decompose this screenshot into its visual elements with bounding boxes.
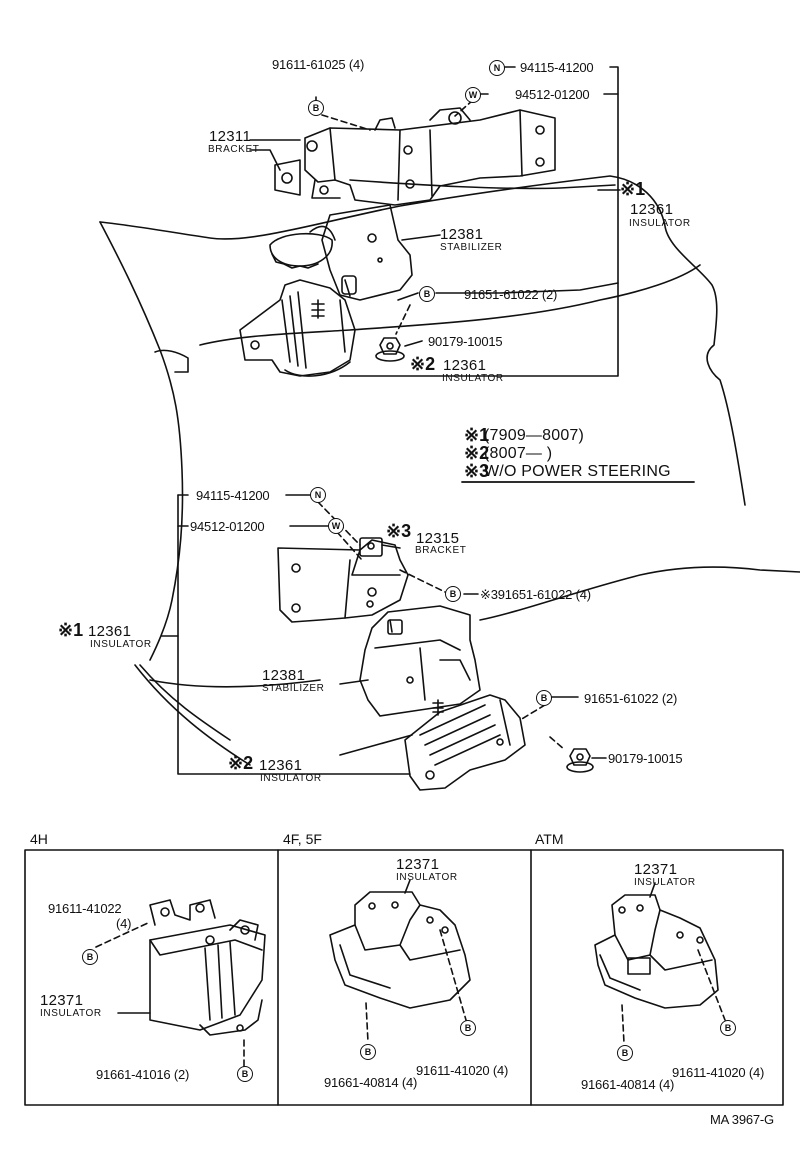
bolt-badge: B (419, 286, 435, 302)
panel-4f-insulator-number: 12371 (396, 856, 440, 873)
panel-4f-bolt-a-label: 91661-40814 (4) (324, 1075, 418, 1090)
nut-badge: N (489, 60, 505, 76)
upper-ins1-number: 12361 (630, 201, 674, 218)
upper-leader-lines (249, 66, 621, 377)
panel-atm-title: ATM (535, 831, 564, 847)
legend-row1-mark: ※1 (464, 425, 490, 445)
upper-ins1-mark: ※1 (620, 179, 646, 199)
bolt-badge: B (445, 586, 461, 602)
lower-stabilizer-number: 12381 (262, 667, 306, 684)
upper-ins1-name: INSULATOR (629, 218, 691, 229)
panel-4h-drawing (95, 899, 266, 1067)
upper-ins2-mark: ※2 (410, 354, 436, 374)
panel-4f-bolt-b-label: 91611-41020 (4) (416, 1063, 509, 1078)
bolt-badge: B (82, 949, 98, 965)
upper-washer-label: 94512-01200 (515, 87, 590, 102)
panel-atm-bolt-a-label: 91661-40814 (4) (581, 1077, 675, 1092)
legend-row1-text: (7909—8007) (484, 427, 585, 444)
bolt-badge: B (617, 1045, 633, 1061)
lower-ins1-name: INSULATOR (90, 639, 152, 650)
lower-bracket-name: BRACKET (415, 545, 467, 556)
lower-ins1-mark: ※1 (58, 620, 84, 640)
panel-atm-bolt-b-label: 91611-41020 (4) (672, 1065, 765, 1080)
upper-nut-label: 94115-41200 (520, 60, 594, 75)
legend-row3-mark: ※3 (464, 461, 490, 481)
lower-bolt-mid-label: 91651-61022 (2) (584, 691, 678, 706)
lower-stabilizer-drawing (359, 605, 481, 717)
legend-row2-text: (8007— ) (484, 445, 553, 462)
upper-insulator-drawing (239, 279, 356, 377)
panel-atm-insulator-number: 12371 (634, 861, 678, 878)
lower-bracket-number: 12315 (416, 530, 460, 547)
upper-stabilizer-drawing (269, 204, 413, 301)
upper-nut-bottom-label: 90179-10015 (428, 334, 503, 349)
panel-4h-bolt-number: 91611-41022 (48, 901, 122, 916)
panel-atm-drawing (594, 882, 726, 1044)
lower-ins1-number: 12361 (88, 623, 132, 640)
bottom-panels-frame (24, 849, 784, 1106)
bolt-badge: B (360, 1044, 376, 1060)
nut-badge: N (310, 487, 326, 503)
upper-stabilizer-number: 12381 (440, 226, 484, 243)
bolt-badge: B (460, 1020, 476, 1036)
panel-4h-bolt2-label: 91661-41016 (2) (96, 1067, 190, 1082)
washer-badge: W (465, 87, 481, 103)
upper-bracket-name: BRACKET (208, 144, 260, 155)
upper-stabilizer-name: STABILIZER (440, 242, 503, 253)
legend-row2-mark: ※2 (464, 443, 490, 463)
lower-bracket-drawing (277, 537, 409, 623)
upper-bolt-mid-label: 91651-61022 (2) (464, 287, 558, 302)
washer-badge: W (328, 518, 344, 534)
upper-bracket-drawing (274, 107, 556, 206)
lower-bolt-bracket-label: ※391651-61022 (4) (480, 587, 591, 602)
upper-bolt-top-label: 91611-61025 (4) (272, 57, 365, 72)
upper-bracket-number: 12311 (209, 128, 252, 145)
bolt-badge: B (720, 1020, 736, 1036)
panel-4h-insulator-number: 12371 (40, 992, 84, 1009)
panel-atm-insulator-name: INSULATOR (634, 877, 696, 888)
lower-ins2-mark: ※2 (228, 753, 254, 773)
lower-washer-label: 94512-01200 (190, 519, 265, 534)
lower-nut-bottom-label: 90179-10015 (608, 751, 683, 766)
panel-4h-title: 4H (30, 831, 48, 847)
lower-stabilizer-name: STABILIZER (262, 683, 325, 694)
bolt-badge: B (536, 690, 552, 706)
lower-ins2-name: INSULATOR (260, 773, 322, 784)
panel-4f-title: 4F, 5F (283, 831, 322, 847)
lower-flange-nut-drawing (566, 748, 594, 773)
panel-4f-insulator-name: INSULATOR (396, 872, 458, 883)
panel-4f-drawing (329, 879, 471, 1043)
panel-4h-insulator-name: INSULATOR (40, 1008, 102, 1019)
engine-outline (99, 175, 800, 741)
reference-code: MA 3967-G (710, 1112, 774, 1127)
lower-ins2-number: 12361 (259, 757, 303, 774)
upper-ins2-number: 12361 (443, 357, 487, 374)
lower-bracket-mark: ※3 (386, 521, 412, 541)
bolt-badge: B (237, 1066, 253, 1082)
panel-4h-bolt-qty: (4) (116, 916, 132, 931)
bolt-badge: B (308, 100, 324, 116)
lower-insulator-drawing (404, 694, 526, 791)
legend-row3-text: W/O POWER STEERING (484, 463, 671, 480)
upper-flange-nut-drawing (375, 337, 405, 362)
lower-nut-label: 94115-41200 (196, 488, 270, 503)
upper-ins2-name: INSULATOR (442, 373, 504, 384)
